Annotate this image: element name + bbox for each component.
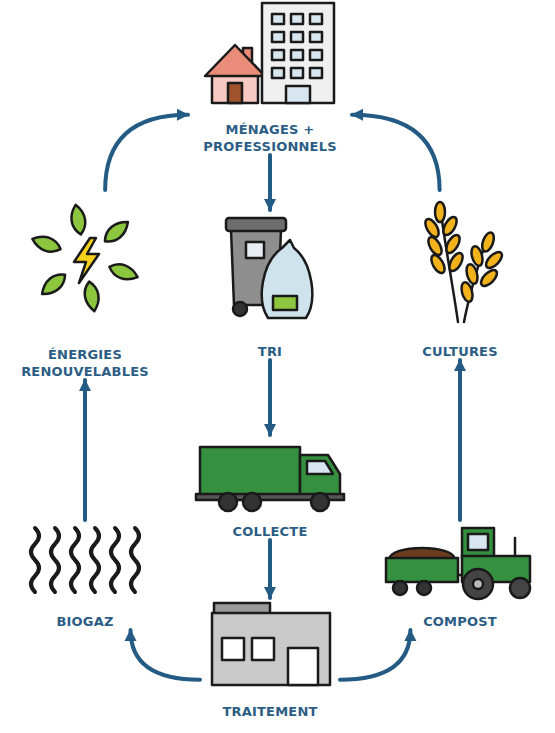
- wheat-icon: [423, 202, 505, 322]
- cycle-station: MÉNAGES + PROFESSIONNELS: [188, 0, 352, 155]
- station-label-group: TRAITEMENT: [200, 703, 340, 720]
- flow-arrow: [458, 360, 462, 520]
- station-label-group: BIOGAZ: [20, 613, 150, 630]
- biogas-waves: [31, 528, 139, 592]
- flow-arrow: [352, 115, 440, 190]
- truck-icon: [196, 447, 344, 511]
- flow-arrow: [340, 630, 410, 680]
- station-label-group: COMPOST: [380, 613, 540, 630]
- flow-arrow: [83, 380, 87, 520]
- station-label: CULTURES: [400, 343, 520, 360]
- flow-arrow: [131, 630, 201, 680]
- station-label: COLLECTE: [193, 523, 348, 540]
- station-label-group: ÉNERGIES RENOUVELABLES: [8, 346, 163, 380]
- cycle-station: COLLECTE: [193, 435, 348, 540]
- cycle-station: TRAITEMENT: [200, 598, 340, 720]
- station-label: MÉNAGES + PROFESSIONNELS: [188, 121, 352, 155]
- station-label: TRAITEMENT: [200, 703, 340, 720]
- building-icon: [262, 3, 334, 103]
- bag-icon: [262, 240, 312, 318]
- flow-arrow: [268, 360, 272, 435]
- cycle-station: COMPOST: [380, 520, 540, 630]
- energy-icon: [30, 204, 140, 313]
- station-label-group: MÉNAGES + PROFESSIONNELS: [188, 121, 352, 155]
- station-label-group: COLLECTE: [193, 523, 348, 540]
- cycle-station: CULTURES: [400, 190, 520, 360]
- station-label: ÉNERGIES RENOUVELABLES: [8, 346, 163, 380]
- factory-icon: [212, 603, 330, 685]
- station-label: TRI: [215, 343, 325, 360]
- cycle-station: ÉNERGIES RENOUVELABLES: [8, 190, 163, 380]
- flow-arrow: [268, 540, 272, 598]
- station-label-group: TRI: [215, 343, 325, 360]
- cycle-station: BIOGAZ: [20, 520, 150, 630]
- tractor-icon: [386, 528, 530, 599]
- station-label: BIOGAZ: [20, 613, 150, 630]
- flow-arrow: [105, 115, 188, 190]
- house-icon: [205, 45, 265, 103]
- station-label-group: CULTURES: [400, 343, 520, 360]
- station-label: COMPOST: [380, 613, 540, 630]
- flow-arrow: [268, 155, 272, 210]
- cycle-station: TRI: [215, 210, 325, 360]
